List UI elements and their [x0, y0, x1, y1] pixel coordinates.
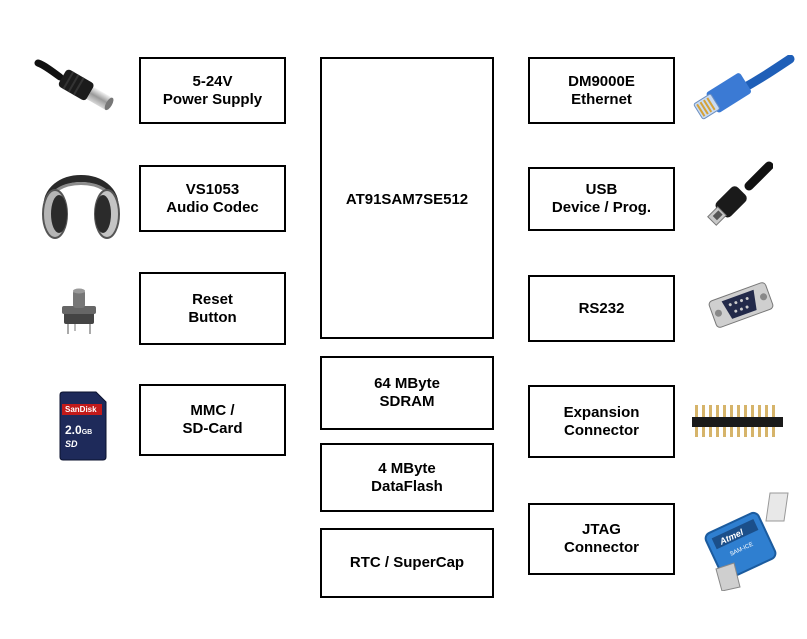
- dataflash-line2: DataFlash: [371, 477, 443, 495]
- jtag-connector-line1: JTAG: [582, 521, 621, 538]
- jtag-connector-line2: Connector: [564, 539, 639, 556]
- power-supply-line2: Power Supply: [162, 90, 263, 108]
- sd-card-brand: SanDisk: [65, 405, 97, 414]
- sdram-line2: SDRAM: [379, 393, 435, 410]
- reset-button-line1: Reset: [192, 290, 233, 308]
- sd-card-logo: SD: [65, 439, 78, 449]
- audio-codec-line1: VS1053: [185, 180, 240, 198]
- jtag-probe-icon: Atmel SAM-ICE: [700, 491, 795, 591]
- mcu-box: AT91SAM7SE512: [320, 57, 494, 339]
- rs232-label: RS232: [578, 299, 625, 317]
- rtc-supercap-label: RTC / SuperCap: [349, 554, 465, 571]
- mcu-label: AT91SAM7SE512: [345, 191, 469, 208]
- ethernet-line2: Ethernet: [571, 90, 632, 108]
- sd-card-unit: GB: [82, 429, 93, 436]
- rtc-supercap-box: RTC / SuperCap: [320, 528, 494, 598]
- pin-header-icon: [690, 401, 785, 441]
- ethernet-box: DM9000E Ethernet: [528, 57, 675, 124]
- usb-box: USB Device / Prog.: [528, 167, 675, 231]
- reset-button-line2: Button: [188, 308, 237, 326]
- sd-card-capacity: 2.0: [65, 423, 82, 437]
- reset-button-box: Reset Button: [139, 272, 286, 345]
- usb-cable-icon: [693, 160, 773, 240]
- dataflash-box: 4 MByte DataFlash: [320, 443, 494, 512]
- ethernet-cable-icon: [690, 55, 795, 125]
- push-button-icon: [50, 282, 110, 342]
- sdram-box: 64 MByte SDRAM: [320, 356, 494, 430]
- mmc-sd-card-line2: SD-Card: [182, 420, 243, 437]
- audio-codec-line2: Audio Codec: [166, 198, 259, 216]
- mmc-sd-card-box: MMC / SD-Card: [139, 384, 286, 456]
- db9-connector-icon: [708, 277, 774, 333]
- mmc-sd-card-line1: MMC /: [190, 402, 235, 419]
- dc-power-plug-icon: [34, 55, 124, 125]
- expansion-connector-line2: Connector: [564, 421, 639, 439]
- sdram-line1: 64 MByte: [374, 375, 440, 392]
- usb-line2: Device / Prog.: [551, 199, 652, 216]
- jtag-connector-box: JTAG Connector: [528, 503, 675, 575]
- svg-text:2.0GB: 2.0GB: [65, 423, 92, 437]
- expansion-connector-box: Expansion Connector: [528, 385, 675, 458]
- power-supply-box: 5-24V Power Supply: [139, 57, 286, 124]
- audio-codec-box: VS1053 Audio Codec: [139, 165, 286, 232]
- sd-card-icon: SanDisk 2.0GB SD: [58, 391, 108, 461]
- dataflash-line1: 4 MByte: [378, 459, 436, 477]
- power-supply-line1: 5-24V: [192, 72, 233, 90]
- expansion-connector-line1: Expansion: [563, 403, 640, 421]
- headphones-icon: [33, 148, 129, 244]
- ethernet-line1: DM9000E: [568, 72, 635, 90]
- rs232-box: RS232: [528, 275, 675, 342]
- usb-line1: USB: [585, 181, 618, 198]
